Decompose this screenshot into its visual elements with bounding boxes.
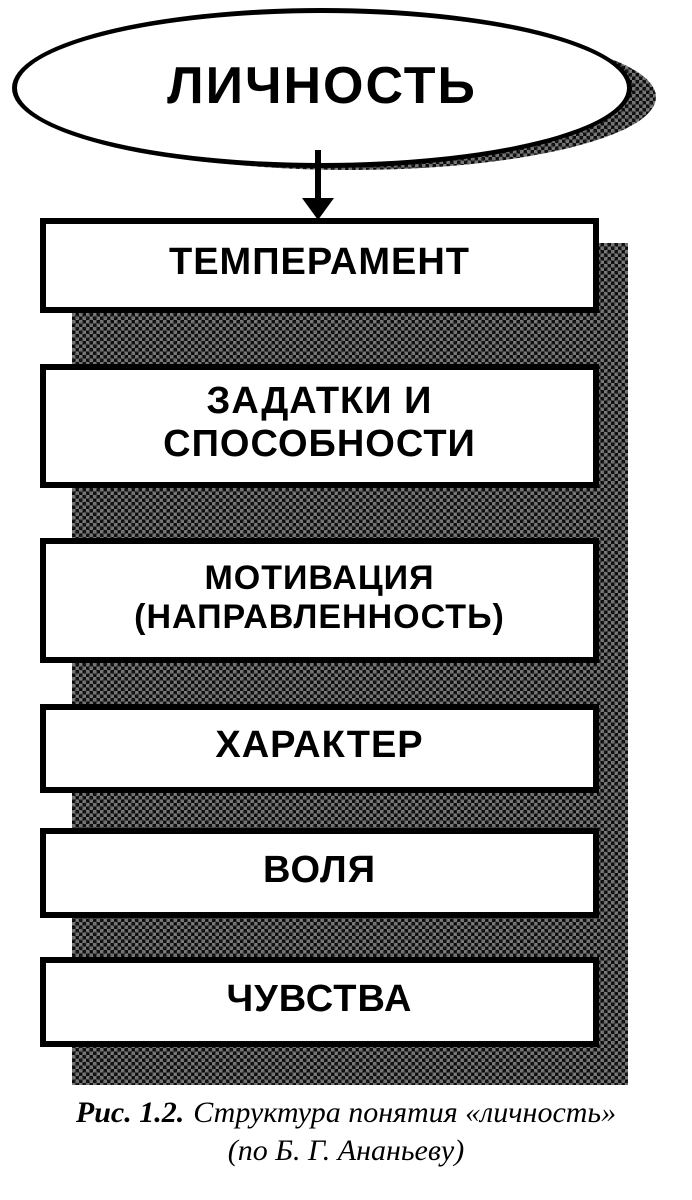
box-label: ВОЛЯ bbox=[262, 848, 377, 891]
box-label: МОТИВАЦИЯ (НАПРАВЛЕННОСТЬ) bbox=[134, 559, 505, 636]
caption-subtitle: (по Б. Г. Ананьеву) bbox=[227, 1134, 465, 1167]
down-arrow-head-icon bbox=[302, 198, 334, 220]
box-will: ВОЛЯ bbox=[40, 828, 599, 918]
box-feelings: ЧУВСТВА bbox=[40, 957, 599, 1047]
figure-caption: Рис. 1.2.Структура понятия «личность» (п… bbox=[0, 1094, 692, 1170]
box-label: ЗАДАТКИ И СПОСОБНОСТИ bbox=[163, 380, 476, 465]
caption-title: Структура понятия «личность» bbox=[193, 1096, 617, 1129]
personality-ellipse: ЛИЧНОСТЬ bbox=[12, 8, 632, 168]
box-label: ХАРАКТЕР bbox=[215, 724, 424, 767]
box-label: ЧУВСТВА bbox=[226, 977, 413, 1020]
box-label: ТЕМПЕРАМЕНТ bbox=[169, 241, 470, 284]
box-temperament: ТЕМПЕРАМЕНТ bbox=[40, 218, 599, 313]
box-inclinations-abilities: ЗАДАТКИ И СПОСОБНОСТИ bbox=[40, 364, 599, 488]
personality-label: ЛИЧНОСТЬ bbox=[167, 57, 477, 115]
caption-line-1: Рис. 1.2.Структура понятия «личность» bbox=[0, 1094, 692, 1132]
box-motivation-orientation: МОТИВАЦИЯ (НАПРАВЛЕННОСТЬ) bbox=[40, 538, 599, 663]
box-character: ХАРАКТЕР bbox=[40, 704, 599, 793]
down-arrow-shaft bbox=[315, 150, 321, 202]
caption-figure-number: Рис. 1.2. bbox=[75, 1096, 185, 1129]
